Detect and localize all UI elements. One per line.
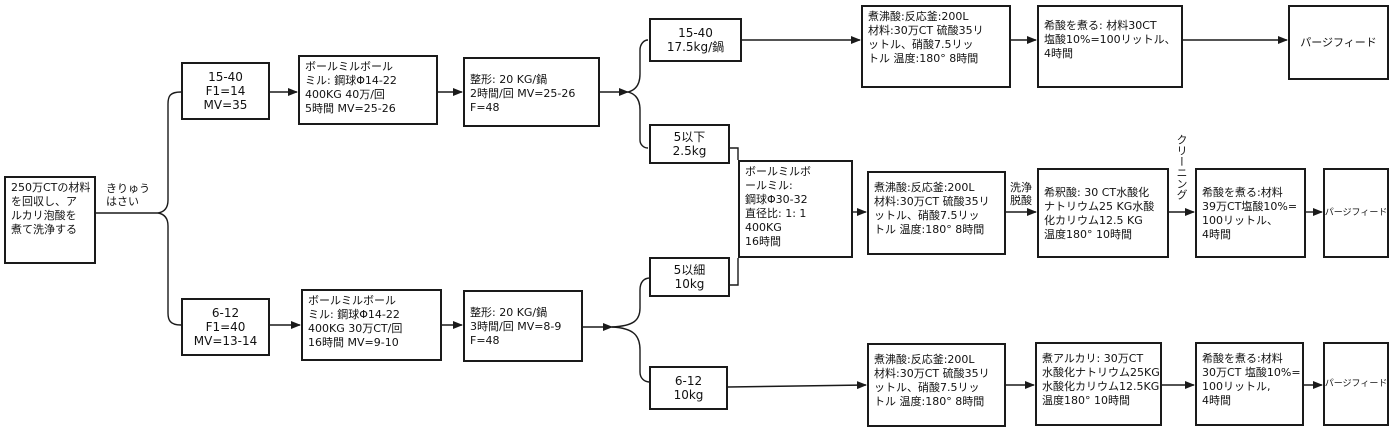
bottom-purge-feed-box: パージフィード <box>1323 342 1389 426</box>
cleaning-label: クリーニング <box>1175 134 1188 200</box>
lower-shaping-box: 整形: 20 KG/鍋 3時間/回 MV=8-9 F=48 <box>463 290 583 362</box>
mid-ballmill-box: ボールミルボ ールミル: 鋼球Φ30-32 直径比: 1: 1 400KG 16… <box>738 160 853 258</box>
top-purge-feed-box: パージフィード <box>1288 5 1389 80</box>
brace <box>611 277 651 328</box>
lower-ballmill-box: ボールミルボール ミル: 鋼球Φ14-22 400KG 30万CT/回 16時間… <box>301 289 442 361</box>
brace <box>627 91 649 149</box>
top-dilute-acid-box: 希酸を煮る: 材料30CT 塩酸10%=100リットル、 4時間 <box>1037 5 1183 88</box>
mid-acid-box: 煮沸酸:反応釜:200L 材料:30万CT 硫酸35リ ットル、硝酸7.5リッ … <box>867 171 1006 255</box>
classify-label: きりゅう はさい <box>106 182 150 208</box>
output-5-below-box: 5以下 2.5kg <box>649 124 730 164</box>
mid-dilute-acid-box: 希酸を煮る:材料 39万CT塩酸10%= 100リットル、 4時間 <box>1195 168 1306 258</box>
arrow <box>727 381 867 390</box>
bottom-alkali-box: 煮アルカリ: 30万CT 水酸化ナトリウム25KG 水酸化カリウム12.5KG … <box>1035 342 1162 426</box>
mid-dilute-alkali-box: 希釈酸: 30 CT水酸化 ナトリウム25 KG水酸 化カリウム12.5 KG … <box>1037 168 1169 258</box>
start-box: 250万CTの材料 を回収し、ア ルカリ泡酸を 煮て洗浄する <box>4 176 96 264</box>
output-15-40-box: 15-40 17.5kg/鍋 <box>649 18 742 62</box>
upper-shaping-box: 整形: 20 KG/鍋 2時間/回 MV=25-26 F=48 <box>463 57 600 127</box>
connector <box>730 147 739 160</box>
upper-ballmill-box: ボールミルボール ミル: 鋼球Φ14-22 400KG 40万/回 5時間 MV… <box>298 55 438 125</box>
upper-class-box: 15-40 F1=14 MV=35 <box>181 62 270 120</box>
output-5-fine-box: 5以細 10kg <box>649 257 730 297</box>
mid-purge-feed-box: パージフィード <box>1323 168 1389 258</box>
brace <box>627 39 649 93</box>
brace <box>611 326 651 383</box>
top-acid-box: 煮沸酸:反応釜:200L 材料:30万CT 硫酸35リ ットル、硝酸7.5リッ … <box>861 5 1011 88</box>
bottom-acid-box: 煮沸酸:反応釜:200L 材料:30万CT 硫酸35リ ットル、硝酸7.5リッ … <box>867 343 1006 427</box>
lower-class-box: 6-12 F1=40 MV=13-14 <box>181 298 270 356</box>
output-6-12-box: 6-12 10kg <box>649 366 728 410</box>
bottom-dilute-acid-box: 希酸を煮る:材料 30万CT 塩酸10%= 100リットル, 4時間 <box>1195 342 1304 426</box>
connector <box>730 258 739 286</box>
brace <box>157 91 182 326</box>
wash-deacid-label: 洗浄 脱酸 <box>1010 181 1032 207</box>
